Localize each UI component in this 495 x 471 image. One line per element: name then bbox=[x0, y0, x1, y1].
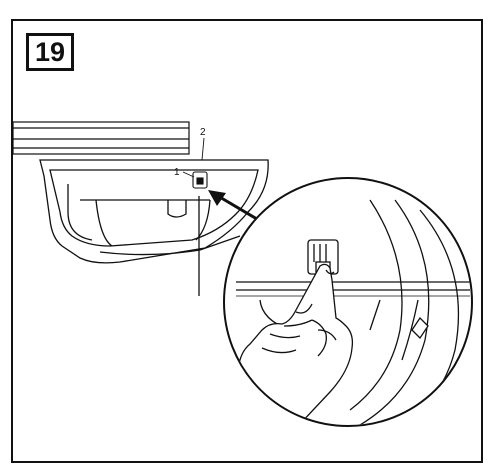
callout-1: 1 bbox=[174, 167, 180, 178]
callout-leaders bbox=[182, 137, 205, 178]
opener-housing bbox=[39, 159, 269, 264]
button-small bbox=[192, 171, 208, 189]
ceiling-rail bbox=[12, 121, 190, 155]
pointer-arrow bbox=[208, 190, 263, 224]
callout-2: 2 bbox=[200, 127, 206, 138]
detail-magnifier bbox=[223, 177, 473, 427]
step-number-box: 19 bbox=[26, 33, 74, 71]
step-number: 19 bbox=[34, 36, 66, 67]
